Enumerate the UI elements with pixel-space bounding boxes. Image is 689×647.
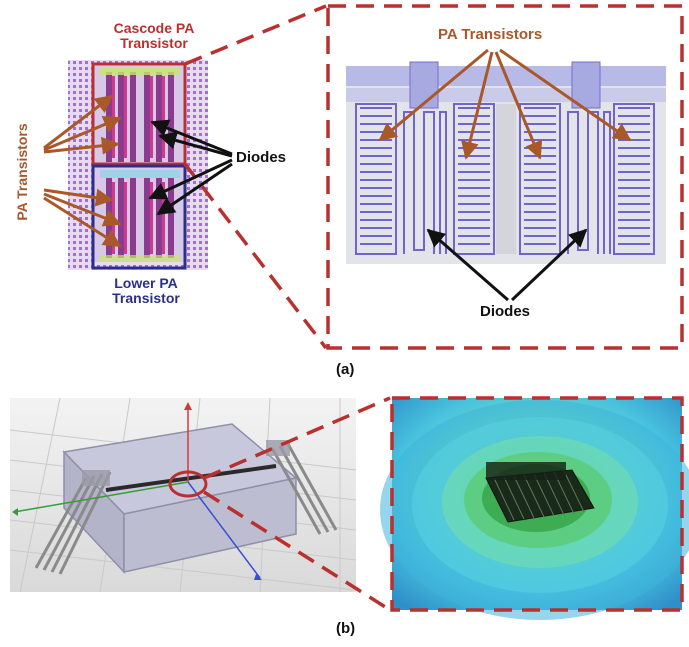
highlight-ellipse bbox=[168, 470, 208, 498]
zoom-lines-a bbox=[183, 4, 328, 350]
zoom-pa-arrows bbox=[378, 48, 632, 160]
cascode-label-line2: Transistor bbox=[120, 34, 188, 51]
em-model-view bbox=[9, 397, 357, 593]
lower-label: Lower PA Transistor bbox=[94, 276, 198, 305]
left-pa-arrows bbox=[43, 94, 122, 248]
zoom-layout bbox=[346, 61, 666, 264]
chip-layout bbox=[68, 60, 208, 270]
caption-a: (a) bbox=[336, 361, 355, 378]
left-pa-label: PA Transistors bbox=[14, 123, 30, 221]
zoom-lines-b bbox=[203, 396, 391, 612]
zoom-pa-label: PA Transistors bbox=[438, 26, 543, 43]
lower-label-line2: Transistor bbox=[112, 289, 180, 306]
zoom-diodes-label: Diodes bbox=[480, 303, 531, 320]
zoom-diode-arrows bbox=[426, 228, 588, 302]
lower-label-line1: Lower PA bbox=[114, 275, 178, 291]
left-diode-arrows bbox=[148, 119, 233, 216]
cascode-label: Cascode PA Transistor bbox=[102, 21, 206, 50]
cascode-box bbox=[91, 62, 187, 166]
cascode-label-line1: Cascode PA bbox=[113, 20, 195, 36]
zoom-box-b bbox=[390, 396, 684, 612]
field-plot bbox=[380, 398, 689, 620]
lower-box bbox=[91, 164, 187, 270]
caption-b: (b) bbox=[336, 620, 356, 637]
left-diodes-label: Diodes bbox=[236, 149, 287, 166]
